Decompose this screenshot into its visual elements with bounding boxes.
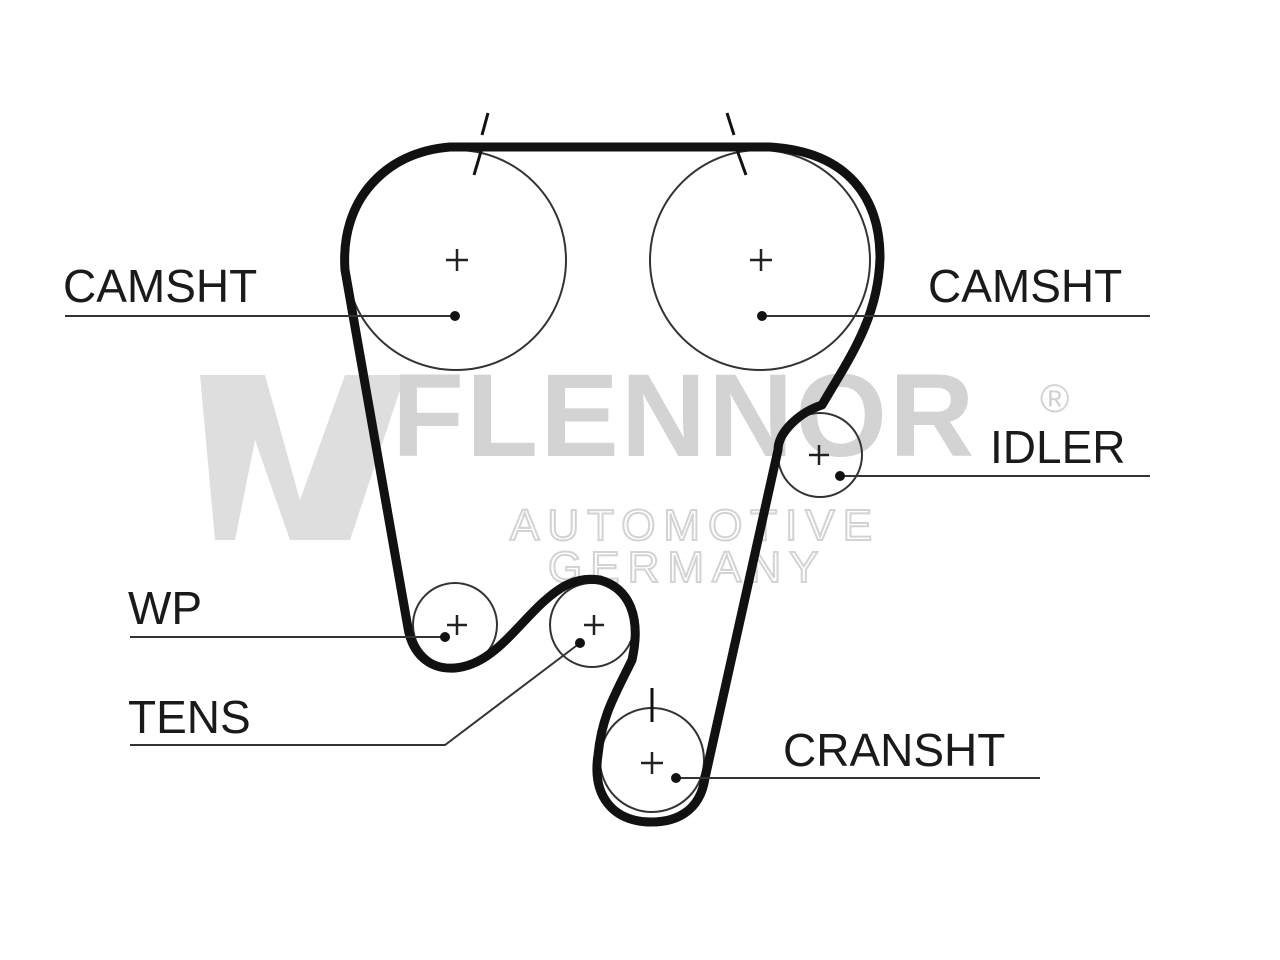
tensioner-leader	[130, 642, 581, 746]
timing-mark-right-upper	[725, 112, 736, 136]
camshaft-left-dot	[450, 311, 460, 321]
watermark-line1: AUTOMOTIVE	[510, 501, 880, 550]
watermark-line2: GERMANY	[548, 543, 826, 592]
watermark-brand: FLENNOR	[392, 350, 976, 482]
watermark-registered: ®	[1040, 377, 1069, 421]
camshaft-right-center-cross	[750, 249, 772, 271]
timing-belt	[340, 142, 885, 827]
crankshaft-dot	[671, 773, 681, 783]
timing-mark-left-lower	[472, 147, 484, 176]
water-pump-center-cross	[447, 615, 467, 635]
timing-mark-right-lower	[735, 149, 748, 176]
label-crankshaft: CRANSHT	[783, 724, 1005, 776]
watermark: FLENNOR ® AUTOMOTIVE GERMANY	[200, 350, 1069, 593]
timing-mark-left-upper	[480, 112, 490, 136]
label-idler: IDLER	[990, 421, 1125, 473]
label-camshaft-left: CAMSHT	[63, 260, 257, 312]
tensioner-dot	[575, 638, 585, 648]
crankshaft-center-cross	[641, 752, 663, 774]
watermark-logo-mark	[200, 375, 405, 540]
leader-lines	[65, 311, 1150, 783]
labels: CAMSHT CAMSHT IDLER WP TENS CRANSHT	[63, 260, 1125, 776]
timing-marks	[472, 112, 748, 722]
label-camshaft-right: CAMSHT	[928, 260, 1122, 312]
camshaft-right-dot	[757, 311, 767, 321]
label-water-pump: WP	[128, 582, 202, 634]
center-crosses	[446, 249, 829, 774]
idler-dot	[835, 471, 845, 481]
label-tensioner: TENS	[128, 691, 251, 743]
tensioner-center-cross	[584, 615, 604, 635]
water-pump-dot	[440, 632, 450, 642]
idler-center-cross	[809, 445, 829, 465]
camshaft-left-center-cross	[446, 249, 468, 271]
